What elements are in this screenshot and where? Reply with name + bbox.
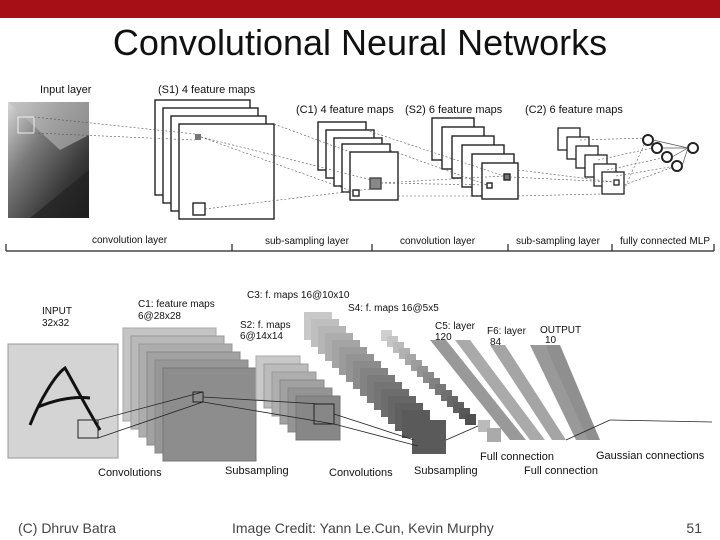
s2-label: S2: f. maps — [240, 320, 291, 331]
footer-left: (C) Dhruv Batra — [18, 520, 117, 536]
op-label: Full connection — [524, 465, 598, 477]
op-label: Full connection — [480, 451, 554, 463]
c1-label: (C1) 4 feature maps — [296, 104, 394, 116]
page-number: 51 — [686, 520, 702, 536]
s2-feature-maps — [255, 355, 341, 441]
output-label: OUTPUT — [540, 325, 581, 336]
mlp-nodes — [642, 134, 699, 172]
s1-feature-maps — [154, 99, 275, 220]
input-size: 32x32 — [42, 318, 70, 329]
s4-feature-maps — [381, 330, 501, 442]
c2-label: (C2) 6 feature maps — [525, 104, 623, 116]
op-label: Gaussian connections — [596, 450, 705, 462]
c5-label: C5: layer — [435, 321, 476, 332]
s1-label: (S1) 4 feature maps — [158, 84, 256, 96]
op-label: Subsampling — [414, 465, 478, 477]
c5-size: 120 — [435, 332, 452, 343]
stage-label: fully connected MLP — [620, 236, 710, 247]
f6-size: 84 — [490, 337, 502, 348]
bottom-diagram: INPUT 32x32 C1: feature maps 6@28x28 C3:… — [7, 290, 713, 479]
c2-feature-maps — [557, 127, 625, 195]
s2-feature-maps — [431, 117, 519, 200]
c1-feature-maps — [317, 121, 399, 201]
top-diagram: Input layer (S1) 4 feature maps (C1) 4 f… — [5, 84, 715, 252]
s4-label: S4: f. maps 16@5x5 — [348, 303, 439, 314]
c1-label: C1: feature maps — [138, 299, 215, 310]
c3-label: C3: f. maps 16@10x10 — [247, 290, 350, 301]
slide-title: Convolutional Neural Networks — [112, 22, 608, 63]
f6-label: F6: layer — [487, 326, 527, 337]
stage-label: sub-sampling layer — [265, 236, 350, 247]
top-accent-bar — [0, 0, 720, 18]
input-layer-label: Input layer — [40, 84, 92, 96]
op-label: Convolutions — [329, 467, 393, 479]
op-label: Subsampling — [225, 465, 289, 477]
input-photo — [8, 102, 89, 218]
input-image-a — [7, 343, 119, 459]
stage-label: convolution layer — [92, 235, 168, 246]
s2-label: (S2) 6 feature maps — [405, 104, 503, 116]
c1-feature-maps — [122, 327, 257, 462]
footer-center: Image Credit: Yann Le.Cun, Kevin Murphy — [232, 520, 494, 536]
c3-feature-maps — [304, 312, 446, 454]
fully-connected-bands — [430, 340, 600, 440]
s2-size: 6@14x14 — [240, 331, 283, 342]
stage-bracket — [5, 244, 715, 252]
input-label: INPUT — [42, 306, 72, 317]
stage-label: sub-sampling layer — [516, 236, 601, 247]
output-size: 10 — [545, 335, 557, 346]
op-label: Convolutions — [98, 467, 162, 479]
kernel-lines — [97, 391, 713, 447]
c1-size: 6@28x28 — [138, 311, 181, 322]
stage-label: convolution layer — [400, 236, 476, 247]
top-connections — [200, 123, 677, 210]
